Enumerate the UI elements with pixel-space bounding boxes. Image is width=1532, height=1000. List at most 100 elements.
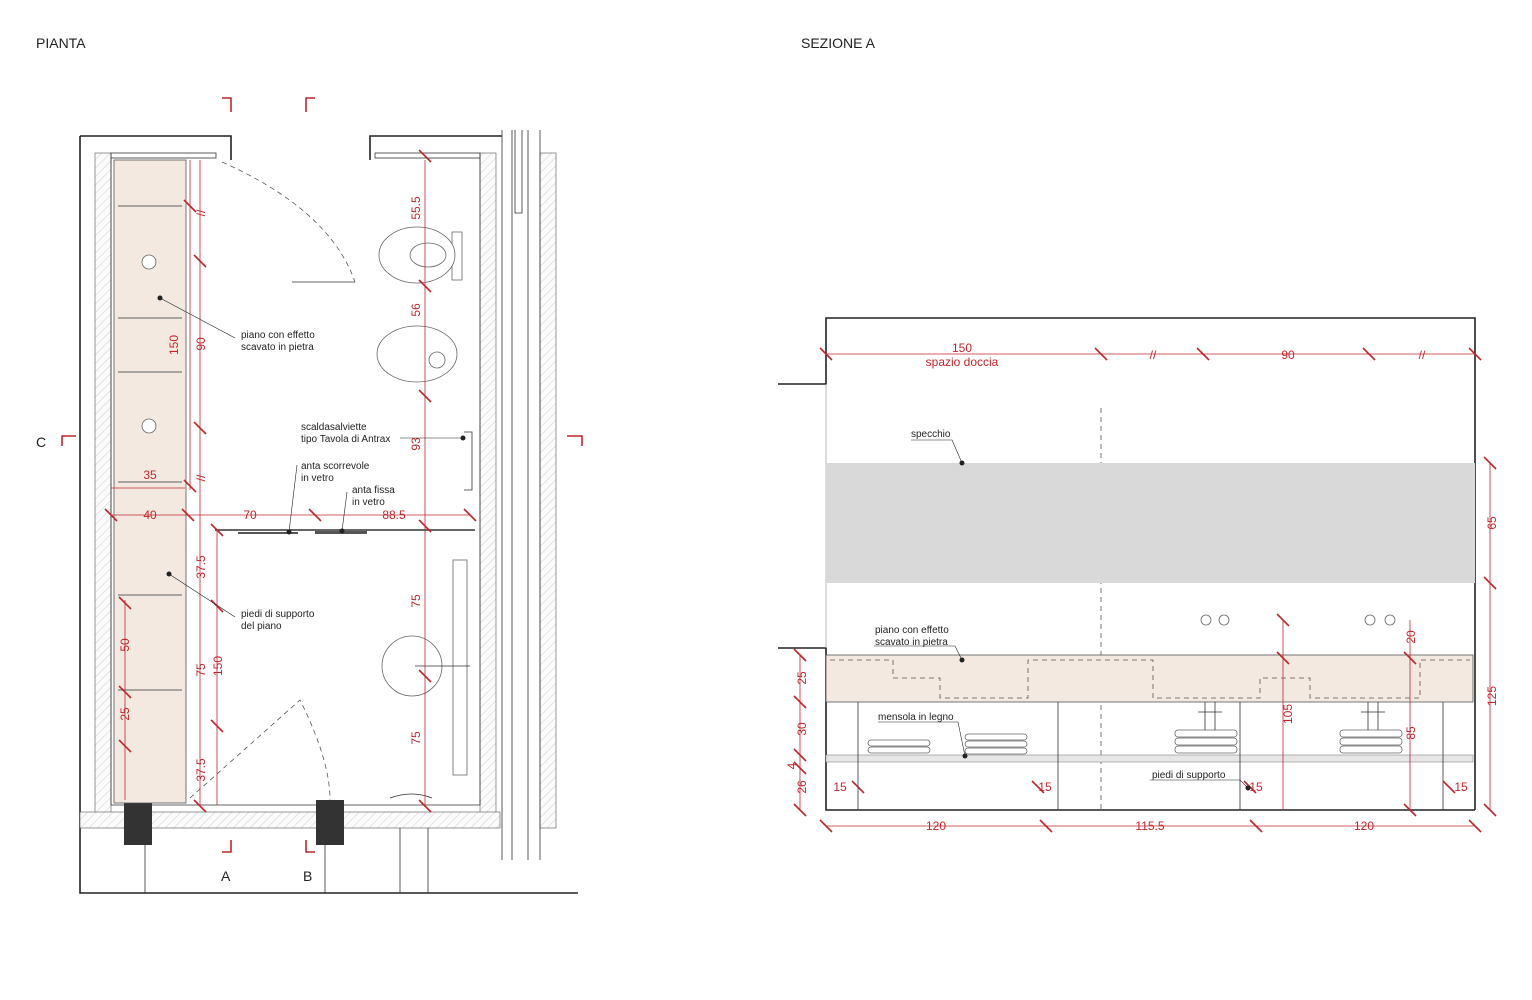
dim-15-b: 15 — [1038, 780, 1052, 794]
leader-mirror — [911, 439, 963, 464]
sliding-glass-leaf — [238, 532, 298, 534]
section-label-b: B — [303, 868, 312, 884]
note-sliding-1: anta scorrevole — [301, 461, 370, 472]
dim-shower-space: spazio doccia — [926, 355, 999, 369]
dim-105-section: 105 — [1281, 704, 1295, 724]
counter-joints — [118, 205, 182, 691]
towel-stack-1 — [867, 739, 931, 754]
floor-plan: A B C — [36, 97, 583, 894]
section-label-a: A — [221, 868, 231, 884]
door-jambs-lower — [144, 828, 326, 893]
dim-90-section: 90 — [1281, 348, 1295, 362]
basin-drain-1 — [141, 254, 157, 270]
section-label-c: C — [36, 434, 46, 450]
wall-top-right — [369, 135, 502, 160]
dim-break-section-1: // — [1150, 348, 1157, 362]
dim-15-a: 15 — [833, 780, 847, 794]
dim-25: 25 — [118, 707, 132, 721]
dim-150-section: 150 — [952, 341, 972, 355]
wall-outline — [79, 136, 578, 894]
shower-drain-channel — [452, 559, 468, 776]
shaft-pipe — [514, 130, 523, 214]
dim-50: 50 — [118, 638, 132, 652]
wall-insulation-bottom — [79, 811, 501, 829]
leader-dot-counter — [157, 295, 163, 301]
room-inner-outline — [110, 158, 481, 806]
towel-radiator — [464, 431, 473, 491]
dim-56: 56 — [409, 303, 423, 317]
note-section-counter-1: piano con effetto — [875, 625, 949, 636]
leader-shelf — [878, 721, 966, 757]
section-marker-b-top — [305, 97, 315, 112]
tap-3 — [1364, 614, 1376, 626]
section-elevation: 150 spazio doccia // 90 // 120 115.5 120… — [778, 317, 1499, 833]
dim-125-section: 125 — [1485, 686, 1499, 706]
plan-title: PIANTA — [36, 35, 86, 51]
dim-4-section: 4 — [785, 762, 799, 769]
shaft-lines — [501, 130, 541, 860]
wall-top-left-inner — [110, 152, 217, 159]
dim-15-d: 15 — [1454, 780, 1468, 794]
dim-37-5-upper: 37.5 — [194, 555, 208, 579]
towel-stack-2 — [964, 733, 1028, 755]
note-radiator-1: scaldasalviette — [301, 422, 367, 433]
section-title: SEZIONE A — [801, 35, 876, 51]
leader-dot-fixed — [339, 528, 345, 534]
wall-top-left — [80, 135, 232, 160]
dim-75-right-lower: 75 — [409, 731, 423, 745]
bidet-drain — [428, 351, 446, 369]
note-fixed-2: in vetro — [352, 497, 385, 508]
note-supports-1: piedi di supporto — [241, 609, 315, 620]
dim-88-5: 88.5 — [382, 508, 406, 522]
towel-stack-4 — [1339, 729, 1403, 754]
note-fixed-1: anta fissa — [352, 485, 395, 496]
dim-break-section-2: // — [1419, 348, 1426, 362]
leader-dot-sliding — [286, 529, 292, 535]
dim-85-section: 85 — [1404, 726, 1418, 740]
dim-70: 70 — [243, 508, 257, 522]
leader-supports — [168, 573, 236, 618]
door-swing-top — [221, 161, 356, 283]
leader-dot-supports — [166, 571, 172, 577]
wood-shelf — [825, 754, 1474, 763]
dim-37-5-lower: 37.5 — [194, 758, 208, 782]
section-dim-ticks — [793, 347, 1497, 833]
drain-lines — [399, 828, 429, 893]
leader-sliding — [288, 464, 298, 533]
note-shelf: mensola in legno — [878, 712, 954, 723]
door-swing-bottom — [189, 699, 331, 801]
leader-dot-section-counter — [959, 657, 965, 663]
section-marker-a-top — [222, 97, 232, 112]
dim-30-section: 30 — [795, 722, 809, 736]
dim-75-right-upper: 75 — [409, 594, 423, 608]
section-marker-c-right — [567, 435, 583, 446]
window-jamb-right — [316, 800, 344, 845]
leader-dot-shelf — [962, 753, 968, 759]
siphon-1 — [1198, 702, 1222, 730]
dim-20-section: 20 — [1404, 630, 1418, 644]
plan-dim-ticks — [104, 149, 477, 813]
leader-counter — [159, 297, 236, 339]
dim-55-5: 55.5 — [409, 196, 423, 220]
note-mirror: specchio — [911, 429, 951, 440]
dim-40: 40 — [143, 508, 157, 522]
leader-dot-section-supports — [1245, 785, 1251, 791]
section-supports — [857, 702, 1444, 810]
wall-insulation-right — [479, 152, 497, 814]
wc-seat — [409, 242, 447, 268]
bidet-bowl — [376, 325, 458, 383]
dim-break-1: // — [194, 209, 208, 216]
dim-15-c: 15 — [1249, 780, 1263, 794]
note-supports-2: del piano — [241, 621, 282, 632]
dim-115-5: 115.5 — [1135, 819, 1164, 833]
floor-drain — [389, 793, 433, 799]
note-counter-1: piano con effetto — [241, 330, 315, 341]
wall-top-right-inner — [374, 152, 481, 159]
window-jamb-left — [124, 800, 152, 845]
leader-dot-radiator — [460, 435, 466, 441]
note-section-counter-2: scavato in pietra — [875, 637, 948, 648]
dim-150-upper: 150 — [167, 335, 181, 355]
counter-carved-profile — [830, 659, 1470, 699]
dim-90: 90 — [194, 337, 208, 351]
section-outline-bottom — [778, 647, 1475, 811]
